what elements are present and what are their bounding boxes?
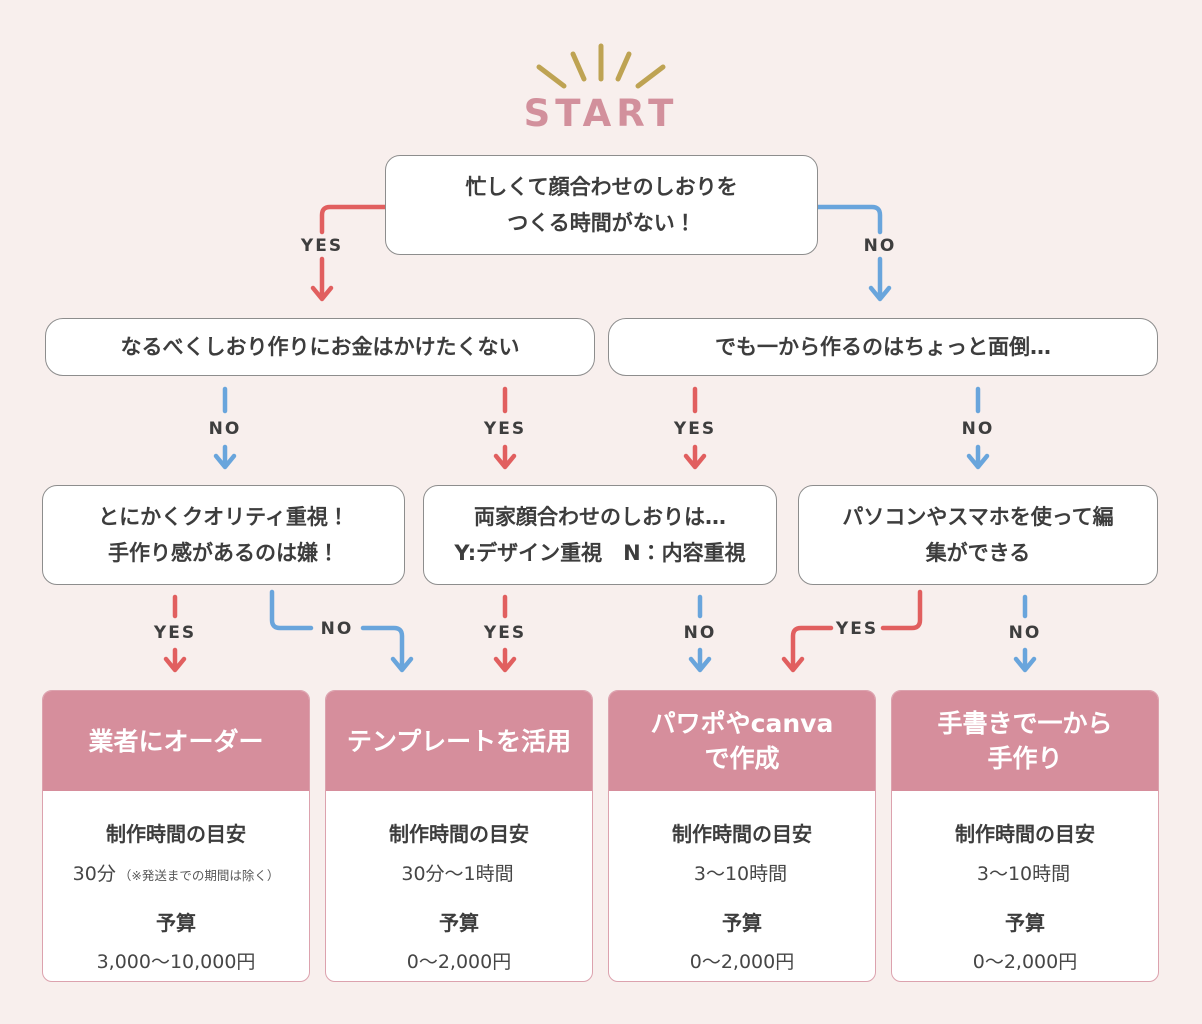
budget-label: 予算 xyxy=(1005,911,1045,935)
time-label: 制作時間の目安 xyxy=(106,822,246,846)
ray-lines xyxy=(536,43,666,89)
node-booklet-priority: 両家顔合わせのしおりは… Y:デザイン重視 N：内容重視 xyxy=(423,485,777,585)
edge-label-no: NO xyxy=(961,419,995,439)
edge-lazy-yes xyxy=(683,386,707,470)
edge-label-yes: YES xyxy=(483,419,527,439)
card-title: 業者にオーダー xyxy=(43,691,309,791)
edge-label-yes: YES xyxy=(673,419,717,439)
edge-start-yes xyxy=(310,204,389,302)
node-lazy: でも一から作るのはちょっと面倒… xyxy=(608,318,1158,376)
budget-label: 予算 xyxy=(722,911,762,935)
time-label: 制作時間の目安 xyxy=(672,822,812,846)
edge-label-yes: YES xyxy=(483,623,527,643)
card-powerpoint-canva: パワポやcanva で作成 制作時間の目安 3〜10時間 予算 0〜2,000円 xyxy=(608,690,876,982)
budget-label: 予算 xyxy=(439,911,479,935)
time-text: 3〜10時間 xyxy=(976,863,1071,885)
edge-pc-yes xyxy=(781,589,923,673)
card-body: 制作時間の目安 3〜10時間 予算 0〜2,000円 xyxy=(892,791,1158,974)
edge-quality-no xyxy=(269,589,414,673)
node-quality: とにかくクオリティ重視！ 手作り感があるのは嫌！ xyxy=(42,485,405,585)
edge-nomoney-no xyxy=(213,386,237,470)
edge-booklet-yes xyxy=(493,594,517,673)
node-start-question: 忙しくて顔合わせのしおりを つくる時間がない！ xyxy=(385,155,818,255)
node-pc-edit: パソコンやスマホを使って編 集ができる xyxy=(798,485,1158,585)
time-value: 3〜10時間 xyxy=(977,859,1073,886)
edge-quality-yes xyxy=(163,594,187,673)
card-use-template: テンプレートを活用 制作時間の目安 30分〜1時間 予算 0〜2,000円 xyxy=(325,690,593,982)
time-label: 制作時間の目安 xyxy=(389,822,529,846)
card-title: テンプレートを活用 xyxy=(326,691,592,791)
budget-value: 0〜2,000円 xyxy=(972,951,1078,973)
card-body: 制作時間の目安 3〜10時間 予算 0〜2,000円 xyxy=(609,791,875,974)
time-text: 30分〜1時間 xyxy=(401,863,514,885)
edge-label-no: NO xyxy=(208,419,242,439)
time-note: （※発送までの期間は除く） xyxy=(118,868,280,883)
budget-label: 予算 xyxy=(156,911,196,935)
start-rays-icon xyxy=(536,43,666,89)
edge-lazy-no xyxy=(966,386,990,470)
edge-pc-no xyxy=(1013,594,1037,673)
time-value: 3〜10時間 xyxy=(694,859,790,886)
edge-label-yes: YES xyxy=(835,619,879,639)
time-label: 制作時間の目安 xyxy=(955,822,1095,846)
card-title: パワポやcanva で作成 xyxy=(609,691,875,791)
card-title: 手書きで一から 手作り xyxy=(892,691,1158,791)
edge-label-no: NO xyxy=(320,619,354,639)
time-value: 30分〜1時間 xyxy=(401,859,516,886)
node-no-money: なるべくしおり作りにお金はかけたくない xyxy=(45,318,595,376)
time-text: 3〜10時間 xyxy=(693,863,788,885)
edge-label-no: NO xyxy=(1008,623,1042,643)
edge-start-no xyxy=(813,204,892,302)
card-handwritten-handmade: 手書きで一から 手作り 制作時間の目安 3〜10時間 予算 0〜2,000円 xyxy=(891,690,1159,982)
card-body: 制作時間の目安 30分（※発送までの期間は除く） 予算 3,000〜10,000… xyxy=(43,791,309,974)
edge-booklet-no xyxy=(688,594,712,673)
edge-label-yes: YES xyxy=(153,623,197,643)
card-body: 制作時間の目安 30分〜1時間 予算 0〜2,000円 xyxy=(326,791,592,974)
edge-nomoney-yes xyxy=(493,386,517,470)
edge-label-yes: YES xyxy=(300,236,344,256)
card-order-from-vendor: 業者にオーダー 制作時間の目安 30分（※発送までの期間は除く） 予算 3,00… xyxy=(42,690,310,982)
edge-label-no: NO xyxy=(683,623,717,643)
budget-value: 3,000〜10,000円 xyxy=(96,951,256,973)
edge-label-no: NO xyxy=(863,236,897,256)
time-value: 30分（※発送までの期間は除く） xyxy=(73,859,280,886)
budget-value: 0〜2,000円 xyxy=(406,951,512,973)
start-title: START xyxy=(523,92,679,135)
budget-value: 0〜2,000円 xyxy=(689,951,795,973)
time-text: 30分 xyxy=(72,863,116,885)
